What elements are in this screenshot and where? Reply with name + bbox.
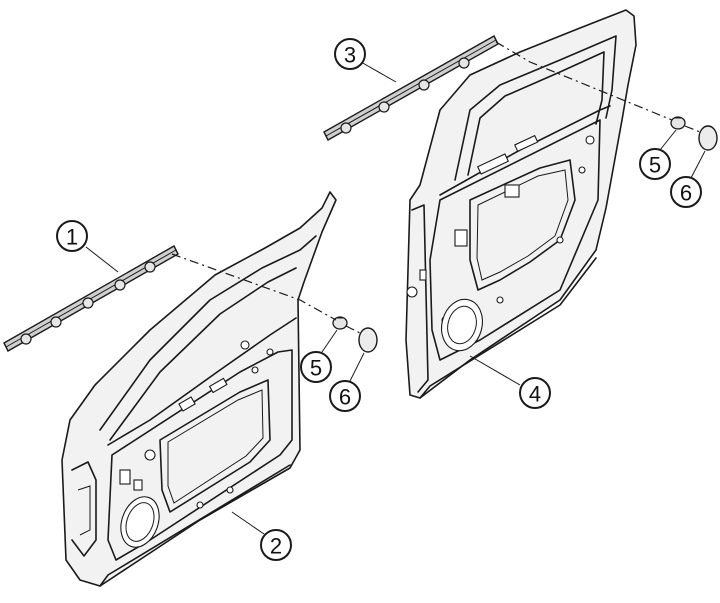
rear-grommet-5: [670, 116, 686, 130]
rear-door-panel: [405, 9, 637, 399]
callout-5-front-label: 5: [310, 356, 322, 381]
rear-weatherstrip-moulding: [323, 35, 499, 141]
callout-6-rear-label: 6: [680, 181, 692, 206]
callout-1: 1: [56, 220, 88, 252]
assembly-guide-lines: [171, 41, 701, 335]
callout-4-label: 4: [529, 382, 541, 407]
front-plug-6: [358, 327, 378, 353]
callout-2-label: 2: [270, 534, 282, 559]
callout-2: 2: [260, 529, 292, 561]
callout-3-label: 3: [344, 43, 356, 68]
front-door-panel: [61, 191, 337, 587]
front-grommet-5: [332, 316, 348, 330]
callout-1-label: 1: [66, 225, 78, 250]
rear-plug-6: [698, 125, 718, 151]
callout-5-rear-label: 5: [649, 153, 661, 178]
callout-5-front: 5: [300, 351, 332, 383]
callout-6-front: 6: [329, 380, 361, 412]
callout-3: 3: [334, 38, 366, 70]
leader-lines: [85, 61, 706, 535]
callout-6-front-label: 6: [339, 385, 351, 410]
callout-5-rear: 5: [639, 148, 671, 180]
callout-4: 4: [519, 377, 551, 409]
callout-6-rear: 6: [670, 176, 702, 208]
front-weatherstrip-moulding: [3, 245, 179, 352]
